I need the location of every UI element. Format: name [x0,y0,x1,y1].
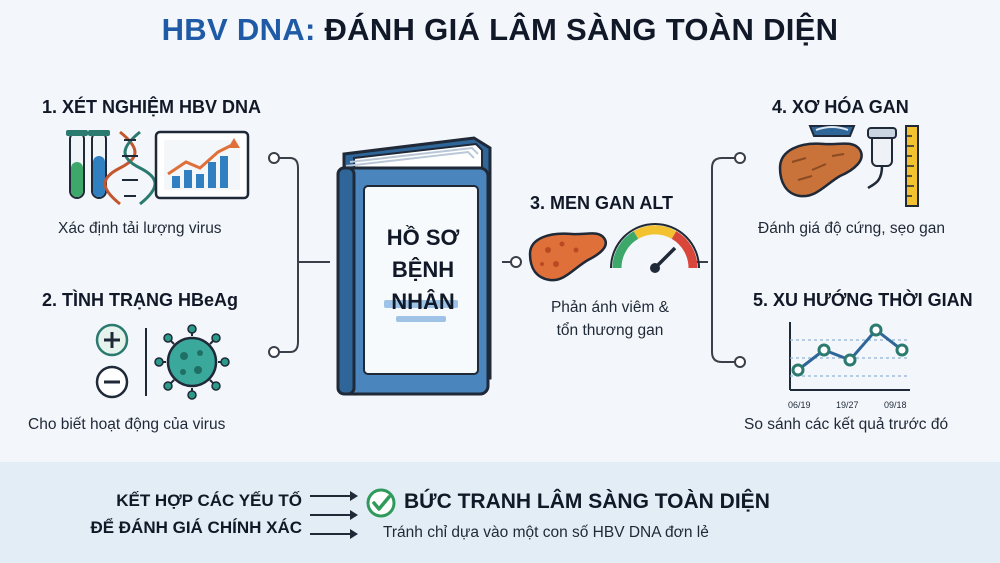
page-title: HBV DNA: ĐÁNH GIÁ LÂM SÀNG TOÀN DIỆN [0,12,1000,48]
test-tube-icon [66,130,110,199]
section-3-desc-line2: tổn thương gan [556,322,664,339]
liver-fibrosis-illustration [778,125,919,207]
rising-chart-icon [154,130,250,200]
trend-point-2 [817,343,831,357]
section-4-title: 4. XƠ HÓA GAN [772,97,909,117]
ruler-icon [905,125,919,207]
trend-point-3 [843,353,857,367]
trend-point-5 [895,343,909,357]
section-4-desc: Đánh giá độ cứng, sẹo gan [758,220,946,237]
virus-icon [154,324,230,400]
section-2-desc: Cho biết hoạt động của virus [28,416,226,433]
patient-record-line1: HỒ SƠ [386,225,460,250]
hbv-dna-test-illustration [66,130,250,206]
section-1-title: 1. XÉT NGHIỆM HBV DNA [42,97,262,117]
section-2-title: 2. TÌNH TRẠNG HBeAg [42,290,239,310]
section-3-desc: Phản ánh viêm & tổn thương gan [535,296,685,342]
trend-point-4 [869,323,883,337]
trend-x-label-3: 09/18 [884,400,907,410]
plus-icon [95,323,129,357]
dna-helix-icon [103,130,157,206]
section-3-desc-line1: Phản ánh viêm & [550,299,670,316]
footer-sub-text: Tránh chỉ dựa vào một con số HBV DNA đơn… [383,524,709,541]
trend-chart: 06/19 19/27 09/18 [788,322,910,410]
check-circle-icon [366,488,396,518]
liver-icon [528,232,607,282]
trend-point-1 [791,363,805,377]
ultrasound-icon [808,125,856,137]
trend-x-label-2: 19/27 [836,400,859,410]
section-1-desc: Xác định tải lượng virus [58,220,222,237]
patient-record-book-icon [336,136,492,396]
section-3-title: 3. MEN GAN ALT [530,193,673,213]
footer-left-line2: ĐỂ ĐÁNH GIÁ CHÍNH XÁC [90,518,302,537]
section-5-title: 5. XU HƯỚNG THỜI GIAN [753,290,973,310]
footer-main-text: BỨC TRANH LÂM SÀNG TOÀN DIỆN [404,490,770,513]
minus-icon [95,365,129,399]
trend-x-label-1: 06/19 [788,400,811,410]
hbeag-status-illustration [95,323,230,400]
gauge-icon [610,223,700,273]
footer-left-text: KẾT HỢP CÁC YẾU TỐ ĐỂ ĐÁNH GIÁ CHÍNH XÁC [70,487,302,541]
patient-record-line2: BỆNH NHÂN [391,257,455,314]
footer-left-line1: KẾT HỢP CÁC YẾU TỐ [116,491,302,510]
footer-panel [0,462,1000,563]
ultrasound-probe-icon [867,127,897,190]
liver-icon [778,142,863,198]
title-highlight: HBV DNA: [161,12,316,47]
footer-arrows-icon [310,491,358,539]
alt-liver-illustration [528,223,700,282]
section-5-desc: So sánh các kết quả trước đó [744,416,949,433]
title-rest: ĐÁNH GIÁ LÂM SÀNG TOÀN DIỆN [324,12,839,47]
patient-record-label: HỒ SƠ BỆNH NHÂN [366,222,480,318]
